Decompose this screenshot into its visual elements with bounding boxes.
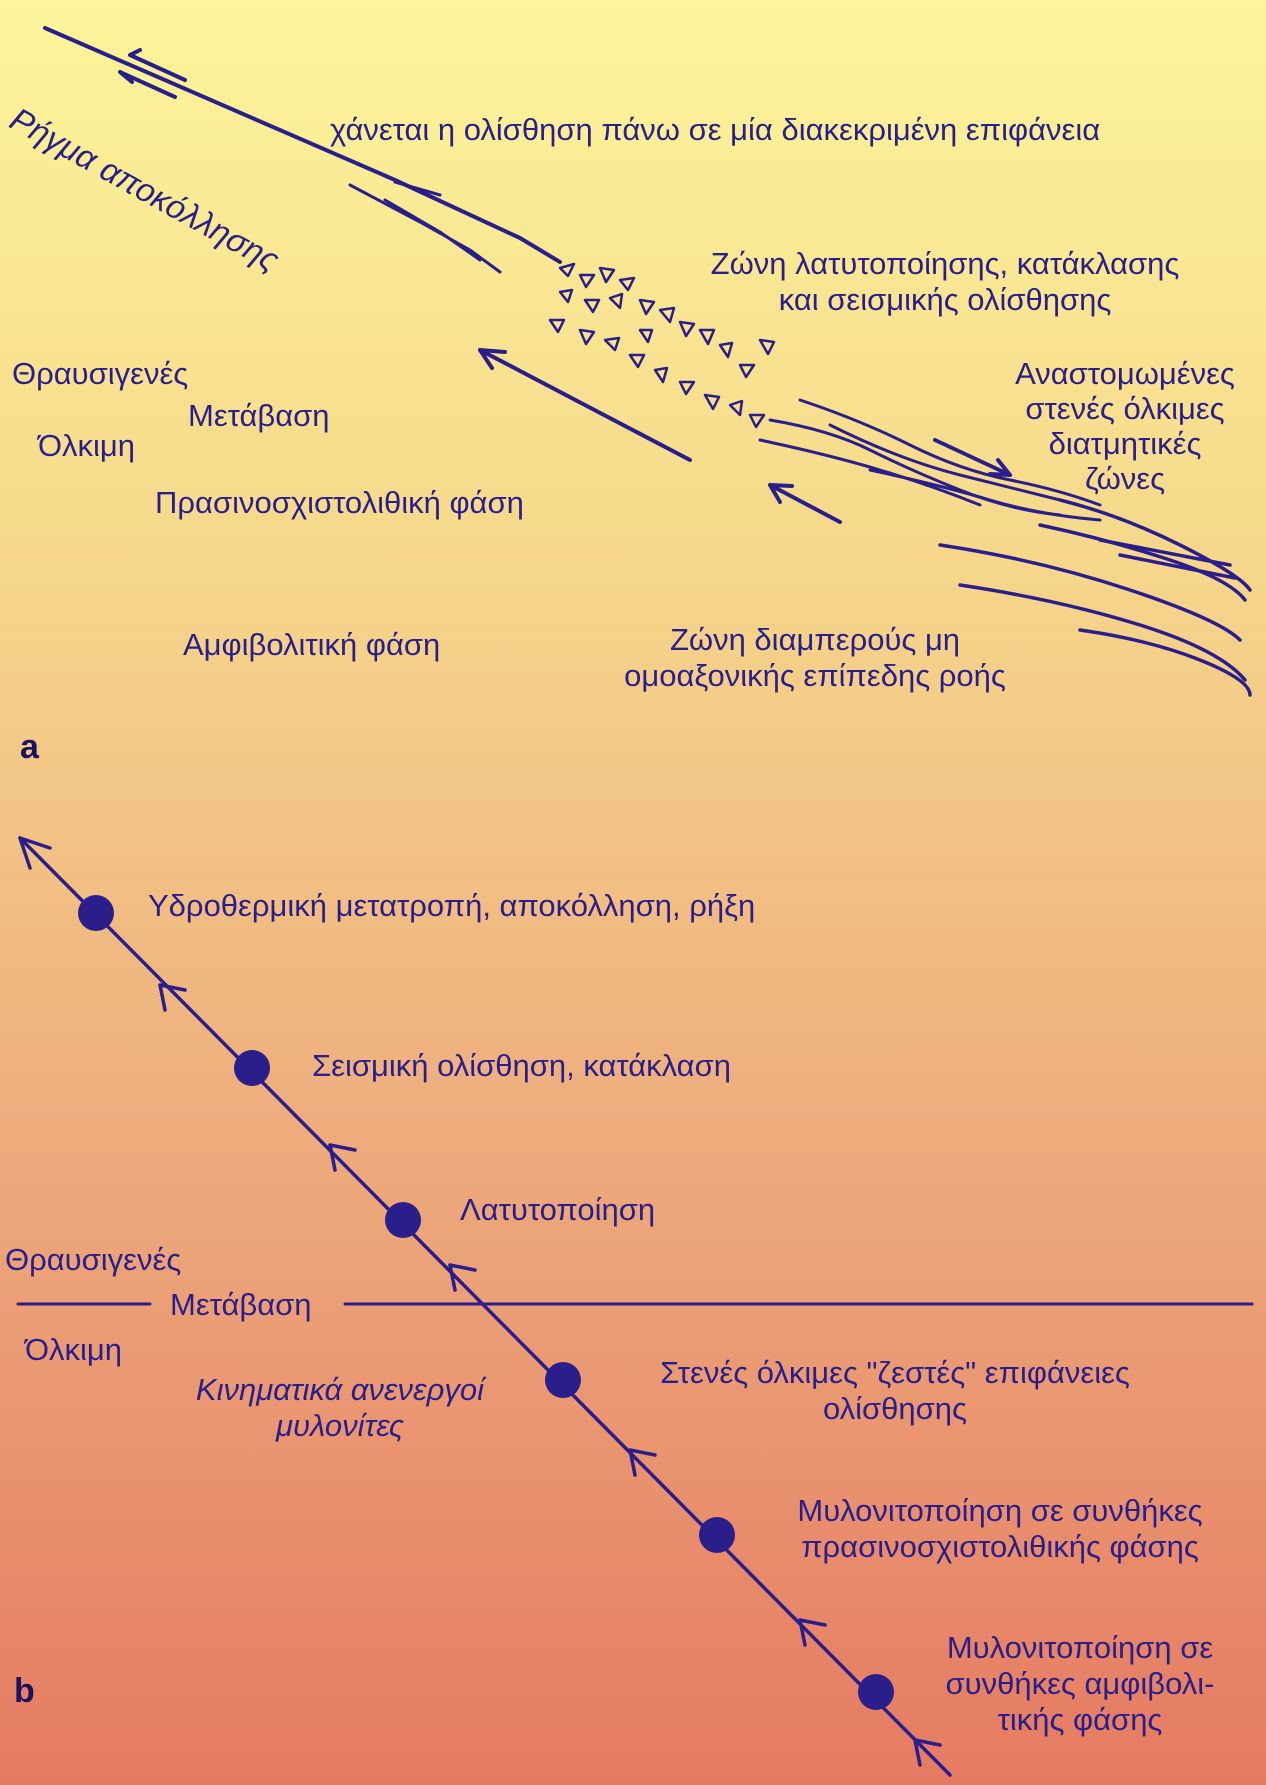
pervasive-flow-line: Ζώνη διαμπερούς μη: [669, 622, 961, 657]
stage-6-label: Μυλονιτοποίηση σε συνθήκες αμφιβολι- τικ…: [900, 1630, 1260, 1738]
brecciation-zone-line: Ζώνη λατυτοποίησης, κατάκλασης: [710, 246, 1180, 281]
anastomosing-zones-label: Αναστομωμένες στενές όλκιμες διατμητικές…: [985, 356, 1265, 496]
path-arrowhead-top: [18, 836, 52, 870]
shear-arrow-upper: [128, 48, 187, 82]
greenschist-facies-label: Πρασινοσχιστολιθική φάση: [155, 485, 524, 520]
stage-dot: [385, 1202, 421, 1238]
stage-6-line: Μυλονιτοποίηση σε: [946, 1630, 1214, 1665]
anastomosing-shear-zones: [758, 398, 1102, 522]
pervasive-flow-zone-lines: [938, 498, 1252, 697]
stage-dot: [78, 895, 114, 931]
pervasive-flow-line: ομοαξονικής επίπεδης ροής: [624, 658, 1006, 693]
stage-2-label: Σεισμική ολίσθηση, κατάκλαση: [312, 1048, 731, 1083]
ductile-label-a: Όλκιμη: [38, 428, 135, 463]
stage-4-label: Στενές όλκιμες "ζεστές" επιφάνειες ολίσθ…: [605, 1355, 1185, 1427]
anastomosing-line: διατμητικές: [1048, 426, 1202, 461]
shear-arrow-lower: [118, 70, 177, 99]
ductile-label-b: Όλκιμη: [25, 1332, 122, 1367]
slip-arrow-left: [478, 348, 692, 462]
stage-5-label: Μυλονιτοποίηση σε συνθήκες πρασινοσχιστο…: [755, 1493, 1245, 1565]
transition-label-a: Μετάβαση: [188, 398, 330, 433]
inactive-mylonites-label: Κινηματικά ανενεργοί μυλονίτες: [160, 1372, 520, 1444]
stage-3-label: Λατυτοποίηση: [460, 1192, 656, 1227]
exhumation-path-line: [18, 836, 952, 1777]
breccia-fragments: [548, 262, 776, 429]
stage-6-line: τικής φάσης: [997, 1702, 1163, 1737]
detachment-fault-line: [43, 26, 562, 264]
brittle-label-b: Θραυσιγενές: [5, 1242, 182, 1277]
path-direction-arrows: [158, 983, 942, 1767]
brecciation-zone-label: Ζώνη λατυτοποίησης, κατάκλασης και σεισμ…: [660, 246, 1230, 318]
slip-arrow-right-upper: [933, 438, 1012, 477]
slip-arrow-left-lower: [768, 483, 842, 524]
stage-6-line: συνθήκες αμφιβολι-: [945, 1666, 1215, 1701]
anastomosing-line: Αναστομωμένες: [1015, 356, 1235, 391]
brittle-label-a: Θραυσιγενές: [12, 356, 189, 391]
stage-4-line: ολίσθησης: [823, 1391, 967, 1426]
stage-dot: [234, 1050, 270, 1086]
stage-dot: [699, 1517, 735, 1553]
inactive-mylonites-line: Κινηματικά ανενεργοί: [195, 1372, 485, 1407]
transition-label-b: Μετάβαση: [170, 1287, 312, 1322]
anastomosing-line: ζώνες: [1084, 461, 1166, 496]
amphibolite-facies-label: Αμφιβολιτική φάση: [183, 627, 441, 662]
stage-5-line: Μυλονιτοποίηση σε συνθήκες: [797, 1493, 1203, 1528]
splay-fault: [393, 180, 442, 197]
inactive-mylonites-line: μυλονίτες: [276, 1408, 404, 1443]
stage-dot: [545, 1362, 581, 1398]
stage-markers: [78, 895, 894, 1710]
anastomosing-line: στενές όλκιμες: [1025, 391, 1225, 426]
panel-b-letter: b: [14, 1672, 35, 1710]
pervasive-flow-label: Ζώνη διαμπερούς μη ομοαξονικής επίπεδης …: [580, 622, 1050, 694]
slip-lost-label: χάνεται η ολίσθηση πάνω σε μία διακεκριμ…: [330, 112, 1101, 147]
panel-a-letter: a: [20, 728, 39, 766]
stage-5-line: πρασινοσχιστολιθικής φάσης: [801, 1529, 1199, 1564]
splay-fault: [383, 198, 482, 262]
stage-dot: [858, 1674, 894, 1710]
stage-4-line: Στενές όλκιμες "ζεστές" επιφάνειες: [660, 1355, 1130, 1390]
brecciation-zone-line: και σεισμικής ολίσθησης: [778, 282, 1112, 317]
stage-1-label: Υδροθερμική μετατροπή, αποκόλληση, ρήξη: [148, 888, 756, 923]
